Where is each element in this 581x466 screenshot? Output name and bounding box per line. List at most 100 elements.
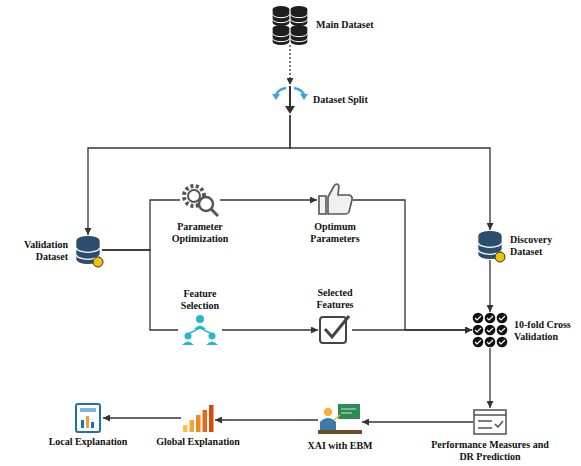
icon-node: Feature Selection [178, 314, 222, 346]
teacher-board-icon [341, 409, 356, 410]
local-report-icon [76, 404, 100, 432]
teacher-board-icon [318, 404, 362, 434]
node-label: Dataset Split [313, 94, 368, 106]
main-dataset-icon [273, 6, 308, 45]
icon-node: Performance Measures and DR Prediction [473, 408, 507, 436]
icon-node: Parameter Optimization [180, 182, 220, 218]
flow-connector [489, 260, 490, 312]
bar-chart-icon [203, 410, 208, 432]
main-dataset-icon [291, 25, 308, 45]
local-report-icon [76, 404, 100, 432]
cv-grid-icon [473, 313, 484, 324]
feature-people-icon [206, 342, 218, 346]
icon-node: Main Dataset [270, 5, 310, 45]
bar-chart-icon [190, 420, 195, 432]
feature-people-icon [194, 326, 206, 330]
bar-chart-icon [183, 405, 214, 432]
feature-people-icon [196, 315, 204, 323]
report-icon [474, 410, 506, 434]
split-icon [272, 86, 308, 114]
teacher-board-icon [320, 418, 336, 430]
cv-grid-icon [473, 313, 508, 348]
main-dataset-icon [291, 6, 308, 26]
flow-connector [290, 115, 490, 230]
flow-connector [88, 115, 290, 235]
flow-connector [489, 348, 490, 408]
feature-people-icon [182, 315, 218, 345]
main-dataset-icon [273, 25, 290, 45]
feature-people-icon [185, 333, 192, 340]
main-dataset-icon [273, 6, 290, 26]
thumbs-up-icon [328, 184, 352, 214]
cv-grid-icon [485, 325, 496, 336]
split-icon [272, 94, 280, 100]
feature-people-icon [209, 333, 216, 340]
node-label: Validation Dataset [16, 239, 68, 262]
discovery-db-icon [495, 252, 505, 262]
report-icon [478, 420, 492, 421]
teacher-board-icon [341, 413, 352, 414]
checkbox-icon [325, 316, 349, 337]
split-icon [300, 94, 308, 100]
node-label: Discovery Dataset [510, 234, 565, 257]
gear-magnifier-icon [199, 197, 213, 211]
local-report-icon [86, 416, 89, 428]
flow-connector [102, 250, 178, 330]
cv-grid-icon [473, 325, 484, 336]
bar-chart-icon [209, 405, 214, 432]
cv-grid-icon [485, 337, 496, 348]
local-report-icon [80, 408, 96, 412]
teacher-board-icon [324, 408, 332, 416]
gear-magnifier-icon [211, 209, 218, 216]
cv-grid-icon [497, 313, 508, 324]
icon-node: Optimum Parameters [317, 182, 353, 218]
validation-db-icon [76, 236, 103, 267]
report-icon [495, 421, 503, 427]
teacher-board-icon [318, 430, 362, 434]
icon-node: XAI with EBM [318, 403, 362, 437]
thumbs-up-icon [319, 184, 352, 214]
flow-connector [222, 329, 318, 330]
split-icon [285, 106, 295, 114]
report-icon [474, 414, 506, 415]
flow-connector [215, 419, 318, 420]
split-icon [289, 86, 291, 108]
bar-chart-icon [196, 415, 201, 432]
report-icon [474, 410, 506, 434]
node-label: Feature Selection [169, 288, 231, 311]
cv-grid-icon [485, 313, 496, 324]
node-label: Global Explanation [156, 436, 240, 448]
node-label: Local Explanation [49, 436, 128, 448]
icon-node: Global Explanation [181, 403, 215, 433]
cv-grid-icon [473, 337, 484, 348]
icon-node: Validation Dataset [74, 235, 102, 265]
flow-connector [220, 199, 317, 200]
validation-db-icon [93, 257, 103, 267]
node-label: Performance Measures and DR Prediction [430, 439, 550, 462]
bar-chart-icon [183, 425, 188, 432]
icon-node: Selected Features [318, 313, 352, 347]
cv-grid-icon [497, 337, 508, 348]
icon-node: Local Explanation [73, 403, 103, 433]
icon-node: 10-fold Cross Validation [472, 312, 508, 348]
flow-connector [362, 421, 473, 422]
gear-magnifier-icon [188, 190, 200, 202]
icon-node: Discovery Dataset [476, 230, 504, 260]
flow-connector [352, 329, 472, 330]
node-label: Selected Features [305, 287, 365, 310]
cv-grid-icon [475, 316, 505, 344]
gear-magnifier-icon [184, 186, 218, 216]
teacher-board-icon [338, 404, 360, 419]
flow-connector [289, 45, 290, 85]
cv-grid-icon [497, 325, 508, 336]
discovery-db-icon [478, 231, 505, 262]
local-report-icon [91, 422, 94, 428]
report-icon [478, 427, 492, 428]
node-label: Optimum Parameters [300, 221, 370, 244]
node-label: Parameter Optimization [160, 221, 240, 244]
local-report-icon [81, 420, 84, 428]
node-label: Main Dataset [316, 19, 374, 31]
flow-connector [102, 200, 180, 250]
thumbs-up-icon [319, 196, 326, 214]
